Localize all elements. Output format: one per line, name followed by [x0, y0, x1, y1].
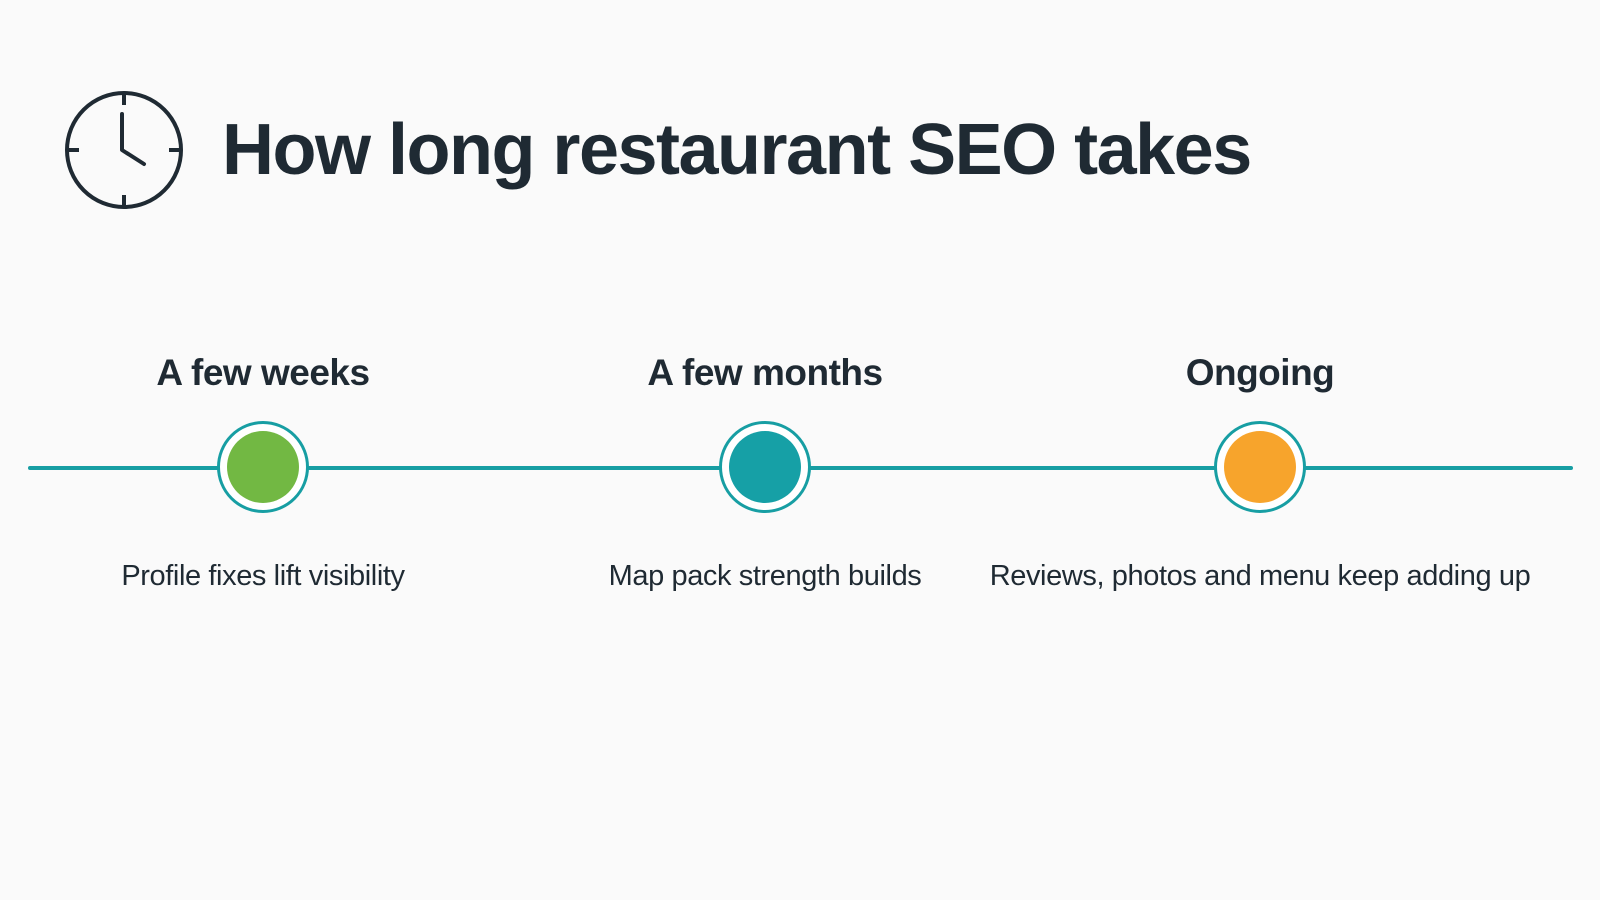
milestone-heading: Ongoing	[1185, 352, 1335, 393]
milestone-few-months: A few months Map pack strength builds	[485, 340, 1045, 600]
milestone-marker	[719, 421, 811, 513]
milestone-dot	[1224, 431, 1296, 503]
page-title: How long restaurant SEO takes	[222, 110, 1252, 190]
milestone-caption: Reviews, photos and menu keep adding up	[989, 560, 1531, 592]
milestone-few-weeks: A few weeks Profile fixes lift visibilit…	[0, 340, 543, 600]
milestone-ongoing: Ongoing Reviews, photos and menu keep ad…	[980, 340, 1540, 600]
milestone-marker	[1214, 421, 1306, 513]
milestone-caption: Map pack strength builds	[608, 560, 922, 592]
milestone-caption: Profile fixes lift visibility	[121, 560, 405, 592]
milestone-heading: A few weeks	[156, 352, 370, 393]
header: How long restaurant SEO takes	[62, 88, 1252, 212]
milestone-dot	[227, 431, 299, 503]
milestone-dot	[729, 431, 801, 503]
clock-icon	[65, 91, 183, 209]
milestone-marker	[217, 421, 309, 513]
milestone-heading: A few months	[647, 352, 883, 393]
